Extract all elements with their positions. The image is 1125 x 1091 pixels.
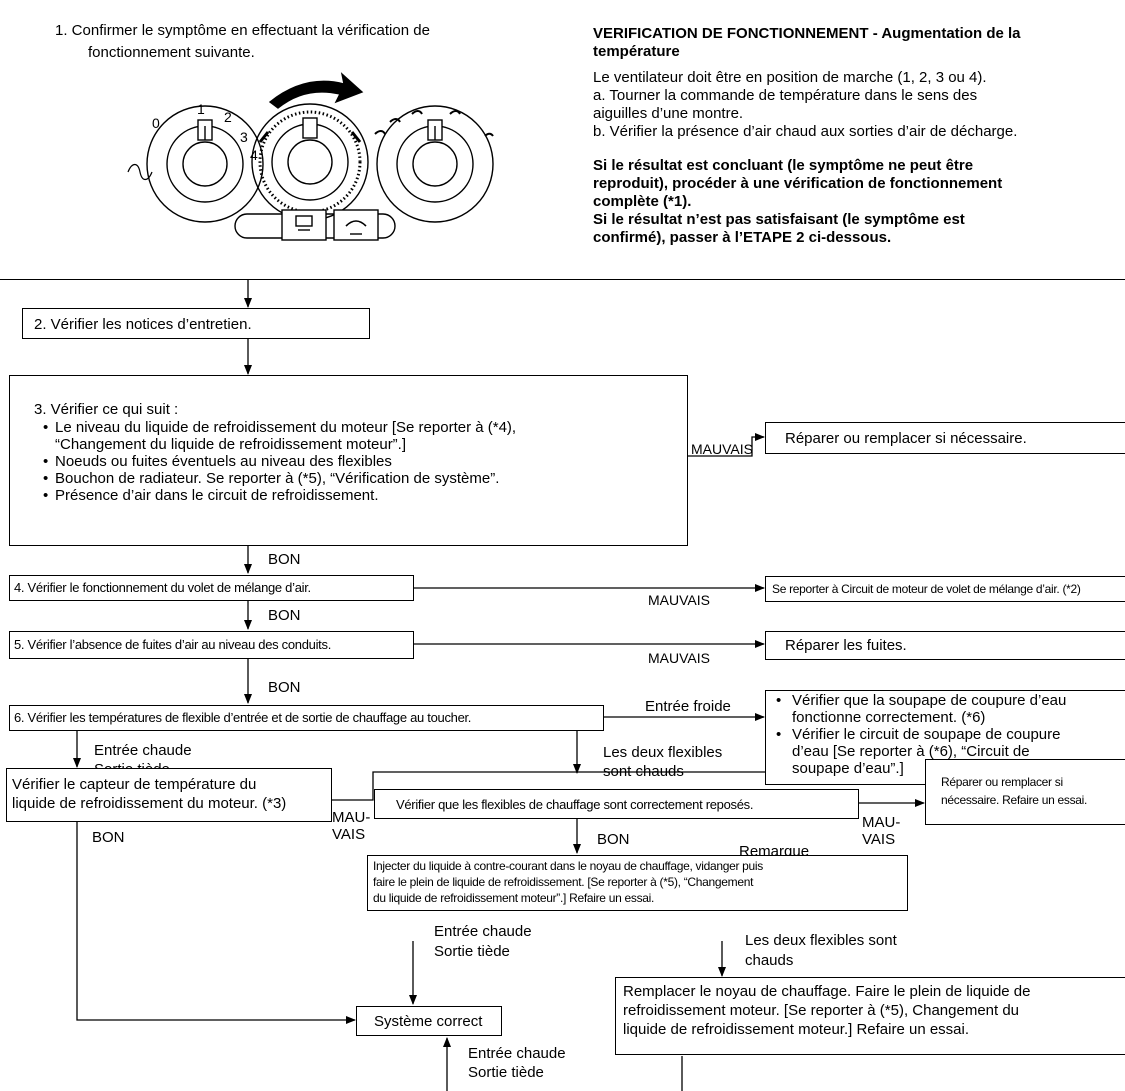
check-paragraph-1: Le ventilateur doit être en position de … <box>593 69 987 86</box>
step-4-box <box>9 575 414 601</box>
repair-box <box>925 759 1125 825</box>
step-1-box <box>0 0 1125 280</box>
flush-hot-warm-1: Entrée chaude <box>434 923 532 940</box>
temperature-dial <box>251 103 369 221</box>
flush-box <box>367 855 908 911</box>
step-2-text: 2. Vérifier les notices d’entretien. <box>34 316 252 333</box>
step-4-good-label: BON <box>268 607 301 624</box>
step-3-bad-action-box <box>765 422 1125 454</box>
step-3-checklist: Le niveau du liquide de refroidissement … <box>41 419 516 504</box>
check-title-2: température <box>593 43 680 60</box>
check-title-1: VERIFICATION DE FONCTIONNEMENT - Augment… <box>593 25 1021 42</box>
step-5-bad-action-box <box>765 631 1125 660</box>
step-6-hot-warm-1: Entrée chaude <box>94 742 192 759</box>
core-line-3: liquide de refroidissement moteur.] Refa… <box>623 1021 970 1038</box>
step-3-bad-action: Réparer ou remplacer si nécessaire. <box>785 430 1027 447</box>
step-6-cold-actions: Vérifier que la soupape de coupure d’eau… <box>770 692 1066 777</box>
sensor-line-2: liquide de refroidissement du moteur. (*… <box>12 795 287 812</box>
fan-speed-0: 0 <box>152 115 160 131</box>
step-6-both-hot-2: sont chauds <box>603 763 684 780</box>
core-hot-warm-1: Entrée chaude <box>468 1045 566 1062</box>
clockwise-arrow-icon <box>268 72 364 109</box>
hvac-control-panel-illustration: 0 1 2 3 4 <box>127 72 494 241</box>
step-2-box <box>22 308 370 339</box>
flush-both-hot-2: chauds <box>745 952 794 969</box>
step-3-bad-label: MAUVAIS <box>691 441 753 457</box>
fan-speed-4: 4 <box>250 147 258 163</box>
step-3-title: 3. Vérifier ce qui suit : <box>34 401 179 418</box>
flush-both-hot-1: Les deux flexibles sont <box>745 932 897 949</box>
hoses-check-box <box>374 789 859 819</box>
arrow-3-bad <box>687 433 765 457</box>
step-5-box <box>9 631 414 659</box>
step-4-text: 4. Vérifier le fonctionnement du volet d… <box>14 580 311 595</box>
system-ok-box <box>356 1006 502 1036</box>
sensor-check-box <box>6 768 332 822</box>
fan-speed-1: 1 <box>197 101 205 117</box>
step-1-line-2: fonctionnement suivante. <box>88 44 255 61</box>
recirculation-button <box>333 209 379 241</box>
air-mode-dial <box>374 105 494 223</box>
step-3-item-coolant-level: Le niveau du liquide de refroidissement … <box>41 419 516 453</box>
check-a-2: aiguilles d’une montre. <box>593 105 744 122</box>
step-3-good-label: BON <box>268 551 301 568</box>
sensor-bad-1: MAU- <box>332 809 371 826</box>
core-line-1: Remplacer le noyau de chauffage. Faire l… <box>623 983 1031 1000</box>
step-5-good-label: BON <box>268 679 301 696</box>
sensor-good-label: BON <box>92 829 125 846</box>
check-b: b. Vérifier la présence d’air chaud aux … <box>593 123 1018 140</box>
step-6-cold-label: Entrée froide <box>645 698 731 715</box>
ok-line-2: reproduit), procéder à une vérification … <box>593 175 1003 192</box>
fan-speed-dial <box>127 105 264 223</box>
hoses-bad-1: MAU- <box>862 814 901 831</box>
flush-hot-warm-2: Sortie tiède <box>434 943 510 960</box>
nok-line-1: Si le résultat n’est pas satisfaisant (l… <box>593 211 965 228</box>
step-3-item-radiator-cap: Bouchon de radiateur. Se reporter à (*5)… <box>41 470 516 487</box>
step-5-bad-label: MAUVAIS <box>648 650 710 666</box>
step-6-box <box>9 705 604 731</box>
fan-speed-2: 2 <box>224 109 232 125</box>
ok-line-3: complète (*1). <box>593 193 692 210</box>
fan-speed-3: 3 <box>240 129 248 145</box>
sensor-bad-2: VAIS <box>332 826 366 843</box>
core-line-2: refroidissement moteur. [Se reporter à (… <box>623 1002 1020 1019</box>
step-4-bad-action-box <box>765 576 1125 602</box>
rear-defroster-button <box>281 209 327 241</box>
flush-line-3: du liquide de refroidissement moteur”.] … <box>373 891 655 905</box>
repair-line-2: nécessaire. Refaire un essai. <box>941 793 1088 807</box>
hoses-good-label: BON <box>597 831 630 848</box>
arrow-sensor-bad <box>331 768 925 801</box>
core-hot-warm-2: Sortie tiède <box>468 1064 544 1081</box>
step-6-text: 6. Vérifier les températures de flexible… <box>14 710 472 725</box>
sensor-line-1: Vérifier le capteur de température du <box>12 776 257 793</box>
step-5-text: 5. Vérifier l’absence de fuites d’air au… <box>14 637 332 652</box>
step-3-item-hoses: Noeuds ou fuites éventuels au niveau des… <box>41 453 516 470</box>
repair-line-1: Réparer ou remplacer si <box>941 775 1063 789</box>
flush-line-1: Injecter du liquide à contre-courant dan… <box>373 859 763 873</box>
check-water-valve: Vérifier que la soupape de coupure d’eau… <box>770 692 1066 726</box>
check-water-valve-circuit: Vérifier le circuit de soupape de coupur… <box>770 726 1066 777</box>
step-1-line-1: 1. Confirmer le symptôme en effectuant l… <box>55 22 430 39</box>
ok-line-1: Si le résultat est concluant (le symptôm… <box>593 157 974 174</box>
step-3-item-air: Présence d’air dans le circuit de refroi… <box>41 487 516 504</box>
step-4-bad-label: MAUVAIS <box>648 592 710 608</box>
system-ok-text: Système correct <box>374 1013 483 1030</box>
hoses-bad-2: VAIS <box>862 831 896 848</box>
hoses-text: Vérifier que les flexibles de chauffage … <box>396 797 754 812</box>
flush-line-2: faire le plein de liquide de refroidisse… <box>373 875 754 889</box>
nok-line-2: confirmé), passer à l’ETAPE 2 ci-dessous… <box>593 229 892 246</box>
step-5-bad-action: Réparer les fuites. <box>785 637 907 654</box>
check-a-1: a. Tourner la commande de température da… <box>593 87 978 104</box>
arrow-sensor-to-ok <box>76 821 356 1024</box>
step-6-both-hot-1: Les deux flexibles <box>603 744 723 761</box>
core-replace-box <box>615 977 1125 1055</box>
step-4-bad-action: Se reporter à Circuit de moteur de volet… <box>772 582 1081 596</box>
